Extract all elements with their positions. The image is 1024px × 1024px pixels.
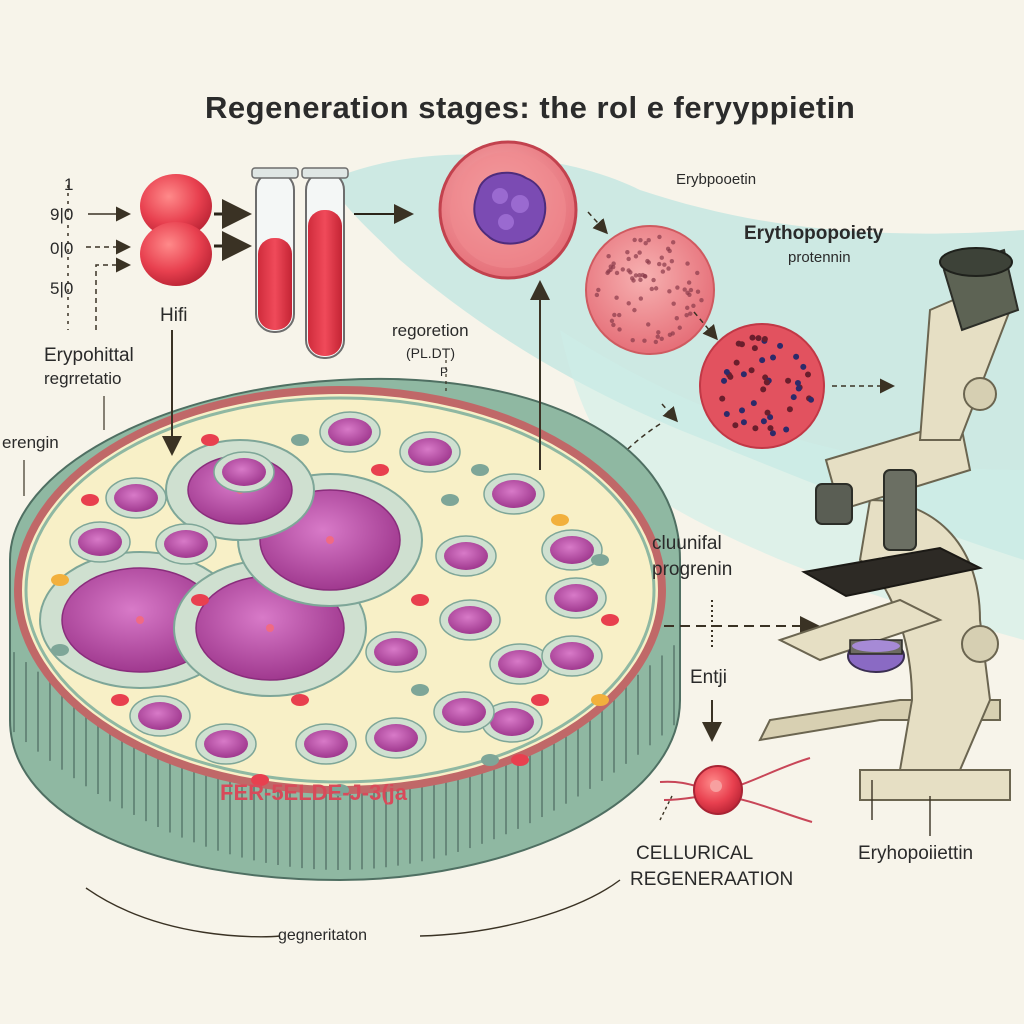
page-title: Regeneration stages: the rol e feryyppie…: [205, 92, 855, 123]
regenerating-cell: [660, 758, 812, 822]
progrenin-label: progrenin: [652, 560, 732, 579]
test-tube-left: [252, 168, 298, 332]
regoretion-label: regoretion: [392, 322, 469, 339]
cluunifal-label: cluunifal: [652, 534, 722, 553]
scale-tick-2: 9|0: [50, 206, 73, 223]
proteinnin-label: protennin: [788, 250, 851, 265]
eryhopoiiettin-label: Eryhopoiiettin: [858, 844, 973, 863]
erengin-label: erengin: [2, 434, 59, 451]
erybpooetin-label: Erybpooetin: [676, 172, 756, 187]
petri-dish: FER-5ELDE-J-3(ja: [10, 379, 680, 880]
gegneritaton-label: gegneritaton: [278, 928, 367, 944]
hifi-label: Hifi: [160, 306, 187, 325]
p-mark-label: P: [440, 366, 448, 378]
scale-arrows: [68, 185, 128, 330]
erythopoiiety-label: Erythopopoiety: [744, 224, 883, 243]
red-cell-bottom: [140, 222, 212, 286]
regoretion-sub-label: (PL.DT): [406, 346, 455, 360]
progenitor-cell: [586, 226, 714, 354]
dish-caption: FER-5ELDE-J-3(ja: [220, 780, 408, 805]
cellurical-label: CELLURICAL: [636, 844, 753, 863]
erypohittal-label: Erypohittal: [44, 346, 134, 365]
scale-tick-4: 5|0: [50, 280, 73, 297]
regeneraation-label: REGENERAATION: [630, 870, 793, 889]
scale-tick-3: 0|0: [50, 240, 73, 257]
stem-cell-large: [440, 142, 576, 278]
scale-tick-1: 1: [64, 176, 73, 193]
regrretatio-label: regrretatio: [44, 370, 121, 387]
test-tube-right: [302, 168, 348, 358]
entji-label: Entji: [690, 668, 727, 687]
erythroblast-cell: [700, 324, 824, 448]
